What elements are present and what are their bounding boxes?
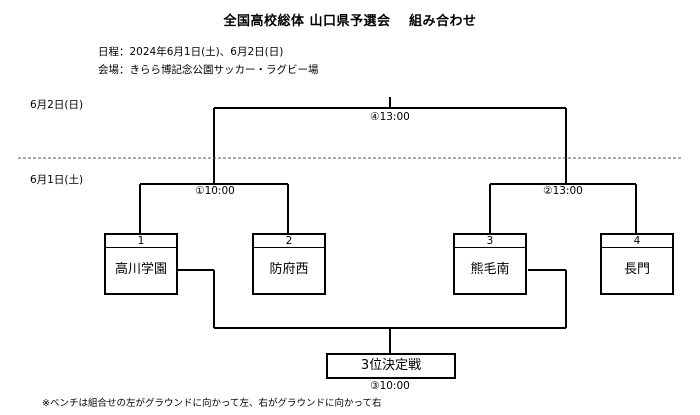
match2-time: ②13:00 [543, 185, 583, 197]
team-name: 熊毛南 [470, 262, 510, 277]
match3-time: ③10:00 [370, 380, 410, 392]
team-name: 防府西 [269, 262, 309, 277]
team-number: 1 [106, 235, 176, 248]
match4-time: ④13:00 [370, 111, 410, 123]
team-box-4: 4 長門 [600, 233, 674, 295]
day1-label: 6月1日(土) [30, 174, 84, 186]
date-line: 日程：2024年6月1日(土)、6月2日(日) [98, 46, 284, 58]
team-box-2: 2 防府西 [252, 233, 326, 295]
team-number: 3 [455, 235, 525, 248]
match1-time: ①10:00 [195, 185, 235, 197]
team-name: 長門 [623, 262, 650, 277]
page-title: 全国高校総体 山口県予選会 組み合わせ [223, 14, 477, 29]
team-box-3: 3 熊毛南 [453, 233, 527, 295]
bench-note: ※ベンチは組合せの左がグラウンドに向かって左、右がグラウンドに向かって右 [42, 398, 382, 409]
team-name: 高川学園 [114, 262, 167, 277]
team-number: 4 [602, 235, 672, 248]
team-box-1: 1 高川学園 [104, 233, 178, 295]
day2-label: 6月2日(日) [30, 99, 84, 111]
venue-line: 会場：きらら博記念公園サッカー・ラグビー場 [98, 64, 319, 76]
third-place-box: 3位決定戦 [326, 353, 456, 379]
team-number: 2 [254, 235, 324, 248]
